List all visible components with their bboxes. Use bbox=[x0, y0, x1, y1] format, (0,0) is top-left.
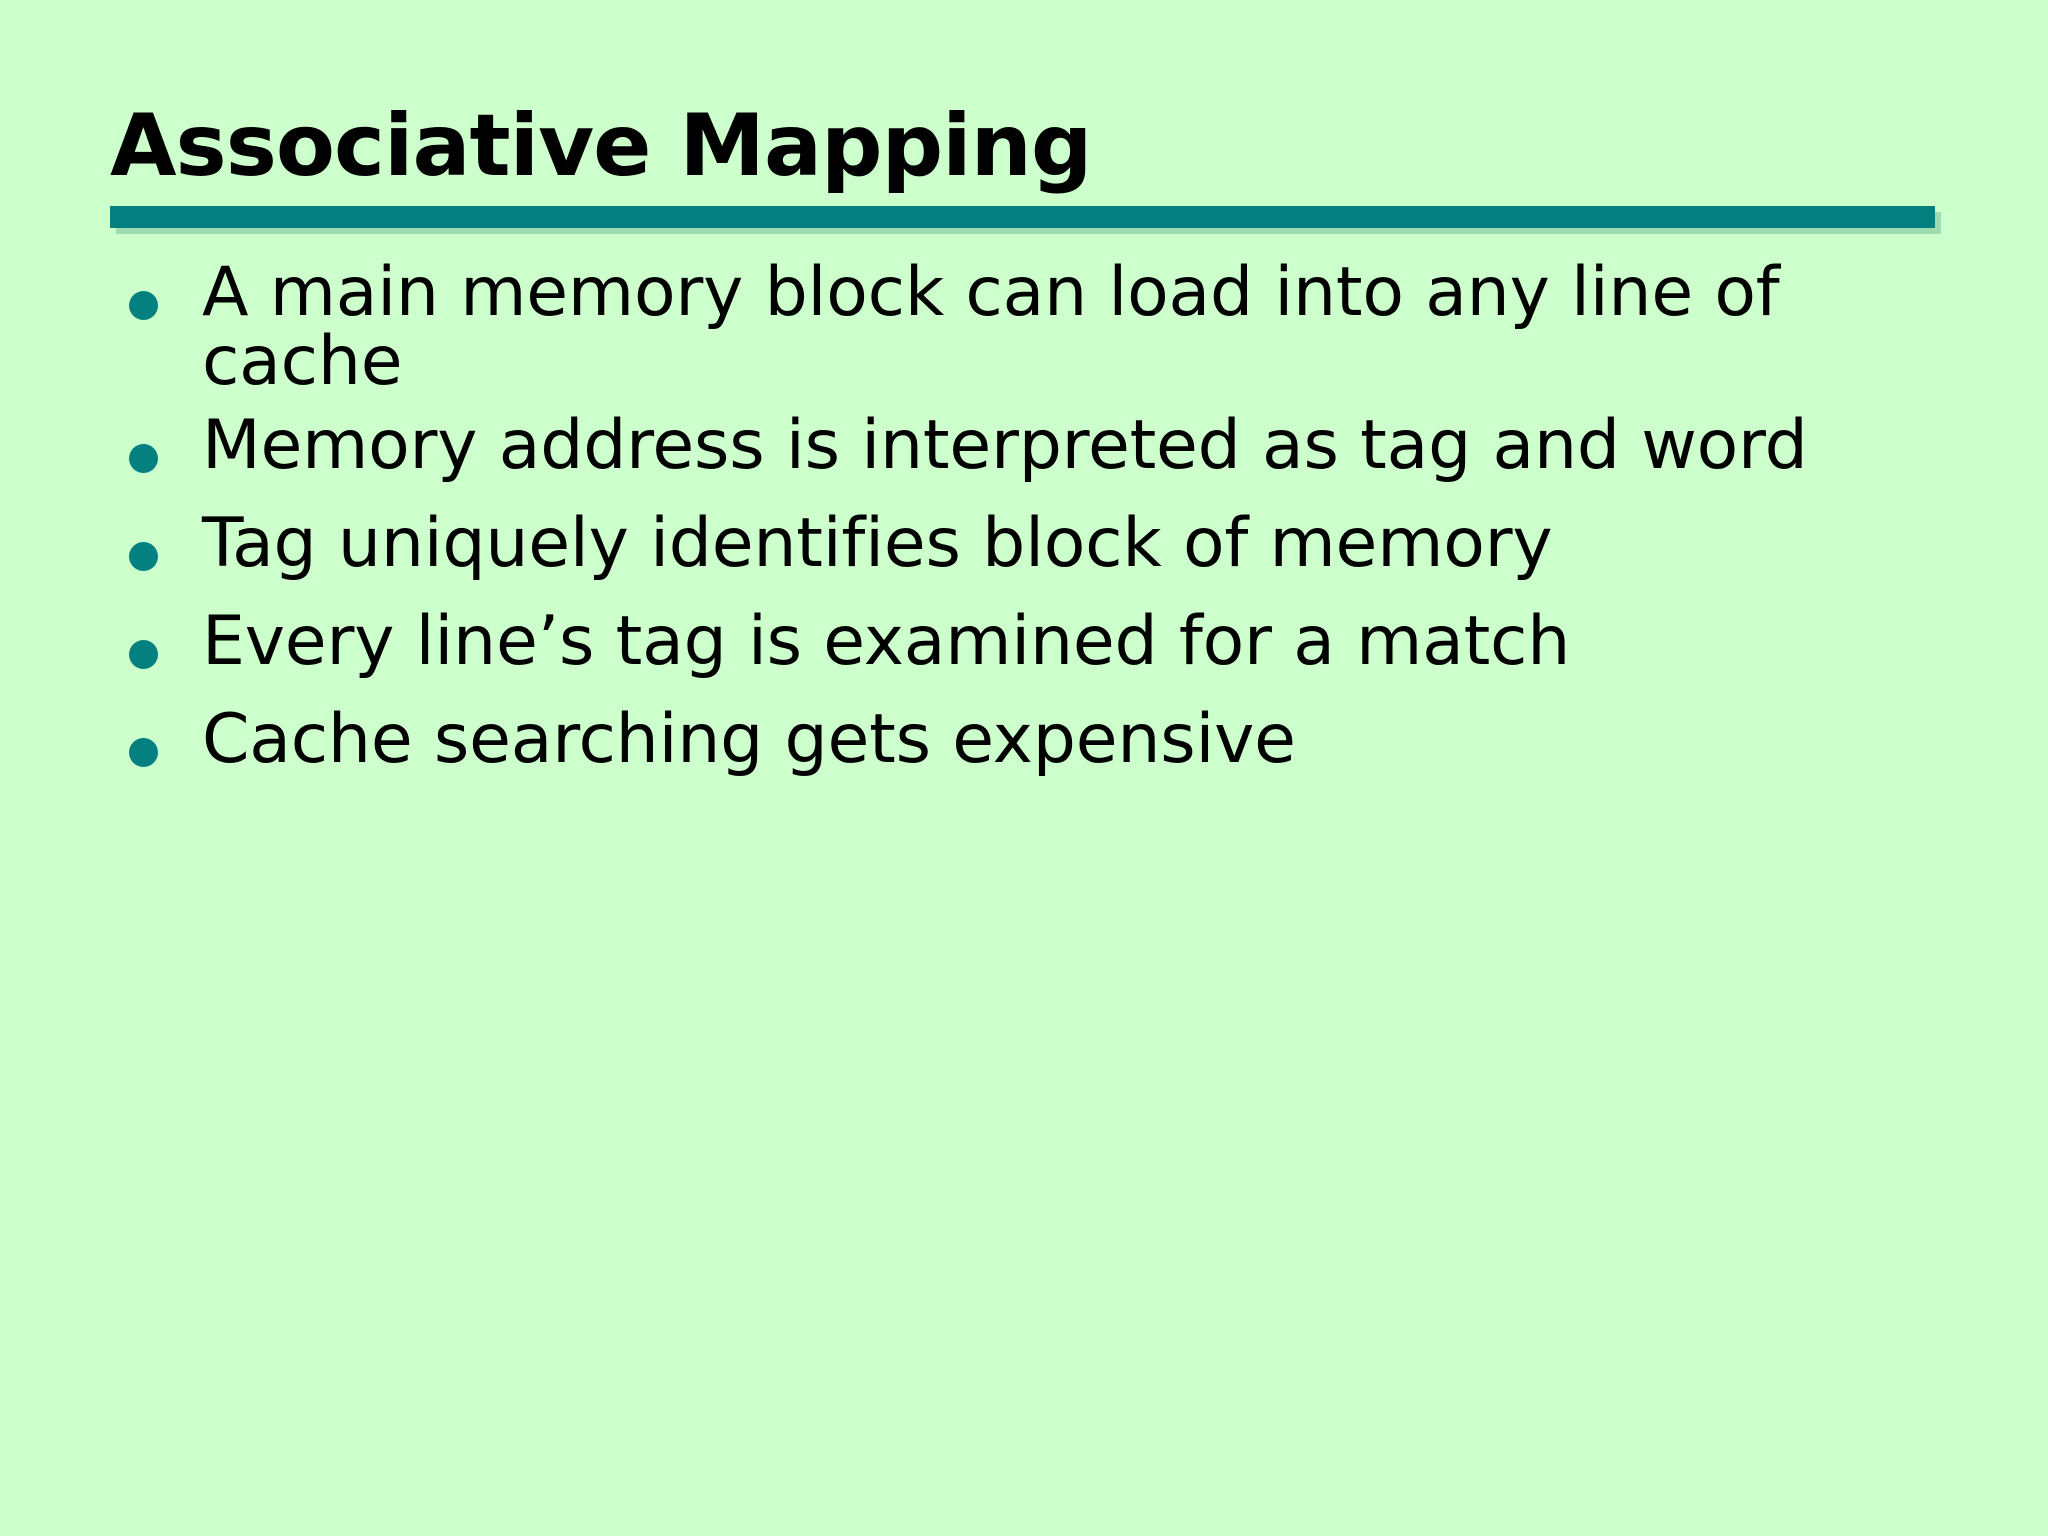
bullet-dot-icon bbox=[129, 443, 158, 473]
bullet-list: A main memory block can load into any li… bbox=[110, 258, 1930, 803]
list-item-label: Tag uniquely identifies block of memory bbox=[202, 503, 1553, 583]
title-block: Associative Mapping bbox=[110, 96, 1940, 246]
list-item-label: A main memory block can load into any li… bbox=[202, 253, 1780, 402]
list-item: Every line’s tag is examined for a match bbox=[110, 601, 1930, 691]
list-item: Memory address is interpreted as tag and… bbox=[110, 405, 1930, 495]
bullet-dot-icon bbox=[129, 639, 158, 669]
title-underline-rule bbox=[110, 206, 1935, 228]
page-title: Associative Mapping bbox=[110, 96, 1092, 196]
list-item: Cache searching gets expensive bbox=[110, 699, 1930, 789]
list-item-label: Cache searching gets expensive bbox=[202, 699, 1296, 779]
bullet-dot-icon bbox=[129, 291, 158, 320]
list-item-label: Every line’s tag is examined for a match bbox=[202, 601, 1571, 681]
list-item: A main memory block can load into any li… bbox=[110, 258, 1930, 397]
bullet-dot-icon bbox=[129, 737, 158, 767]
list-item-label: Memory address is interpreted as tag and… bbox=[202, 405, 1808, 485]
list-item: Tag uniquely identifies block of memory bbox=[110, 503, 1930, 593]
bullet-dot-icon bbox=[129, 541, 158, 571]
